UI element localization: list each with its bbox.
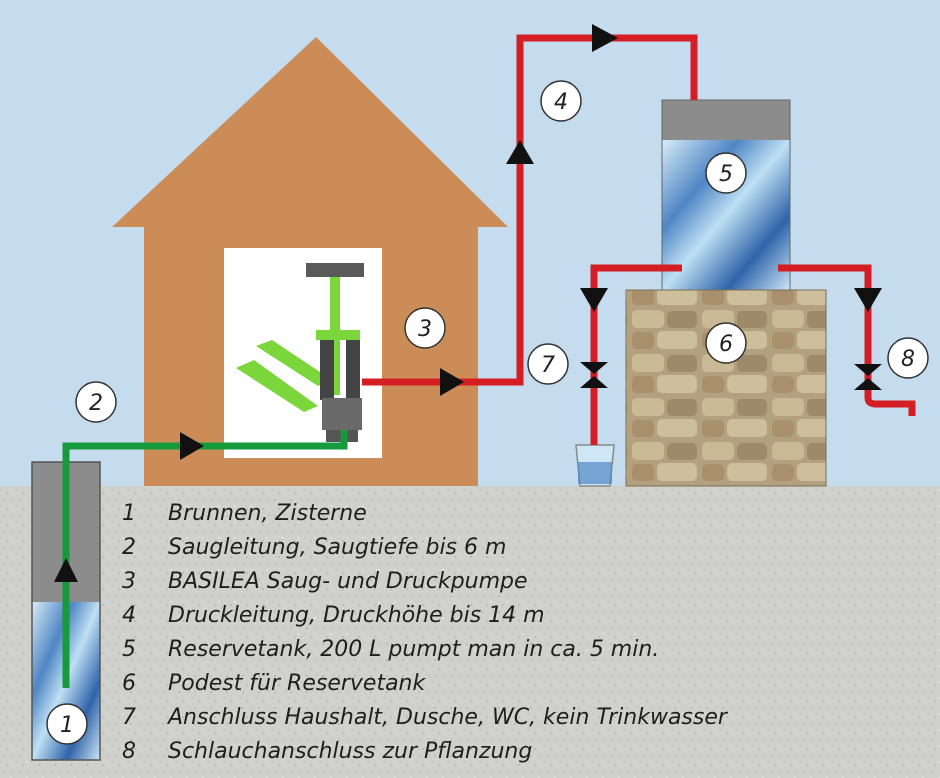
svg-text:3: 3 [418, 317, 432, 342]
legend-text: Reservetank, 200 L pumpt man in ca. 5 mi… [168, 637, 660, 662]
legend-text: Brunnen, Zisterne [168, 501, 367, 526]
legend-item: 5 Reservetank, 200 L pumpt man in ca. 5 m… [122, 633, 862, 667]
arrow-down-icon [854, 288, 882, 312]
legend-text: BASILEA Saug- und Druckpumpe [168, 569, 528, 594]
legend-text: Druckleitung, Druckhöhe bis 14 m [168, 603, 545, 628]
ground-background [0, 486, 940, 778]
svg-text:1: 1 [60, 713, 74, 738]
legend: 1 Brunnen, Zisterne 2 Saugleitung, Saugtief… [122, 497, 862, 769]
legend-number: 7 [122, 705, 136, 730]
arrow-right-icon [592, 24, 618, 52]
legend-number: 3 [122, 569, 136, 594]
svg-text:8: 8 [901, 347, 915, 372]
legend-item: 3 BASILEA Saug- und Druckpumpe [122, 565, 862, 599]
marker-3: 3 [404, 307, 446, 349]
marker-8: 8 [887, 337, 929, 379]
arrow-up-icon [54, 558, 78, 582]
valve-icon [854, 378, 882, 390]
tank-cap [662, 100, 790, 140]
legend-text: Saugleitung, Saugtiefe bis 6 m [168, 535, 507, 560]
arrow-right-icon [180, 432, 204, 460]
svg-text:2: 2 [89, 391, 103, 416]
marker-1: 1 [46, 703, 88, 745]
marker-7: 7 [527, 343, 569, 385]
svg-text:6: 6 [719, 332, 733, 357]
legend-item: 8 Schlauchanschluss zur Pflanzung [122, 735, 862, 769]
legend-item: 6 Podest für Reservetank [122, 667, 862, 701]
svg-text:4: 4 [554, 90, 568, 115]
legend-number: 6 [122, 671, 136, 696]
valve-icon [580, 376, 608, 388]
legend-text: Schlauchanschluss zur Pflanzung [168, 739, 533, 764]
legend-item: 2 Saugleitung, Saugtiefe bis 6 m [122, 531, 862, 565]
legend-text: Podest für Reservetank [168, 671, 426, 696]
svg-text:5: 5 [719, 162, 733, 187]
legend-item: 4 Druckleitung, Druckhöhe bis 14 m [122, 599, 862, 633]
legend-number: 4 [122, 603, 136, 628]
pump-illustration [236, 263, 364, 442]
legend-number: 8 [122, 739, 136, 764]
legend-item: 1 Brunnen, Zisterne [122, 497, 862, 531]
stone-pedestal [625, 289, 827, 487]
marker-2: 2 [75, 381, 117, 423]
valve-icon [854, 364, 882, 376]
marker-4: 4 [540, 80, 582, 122]
marker-5: 5 [705, 152, 747, 194]
legend-number: 1 [122, 501, 136, 526]
arrow-right-icon [440, 368, 464, 396]
arrow-up-icon [506, 140, 534, 164]
legend-text: Anschluss Haushalt, Dusche, WC, kein Tri… [168, 705, 727, 730]
legend-item: 7 Anschluss Haushalt, Dusche, WC, kein Tr… [122, 701, 862, 735]
marker-6: 6 [705, 322, 747, 364]
legend-number: 5 [122, 637, 136, 662]
valve-icon [580, 362, 608, 374]
pressure-pipe [362, 34, 698, 386]
outlet-pipe-garden [778, 264, 916, 416]
arrow-down-icon [580, 288, 608, 312]
svg-text:7: 7 [541, 353, 555, 378]
legend-number: 2 [122, 535, 136, 560]
